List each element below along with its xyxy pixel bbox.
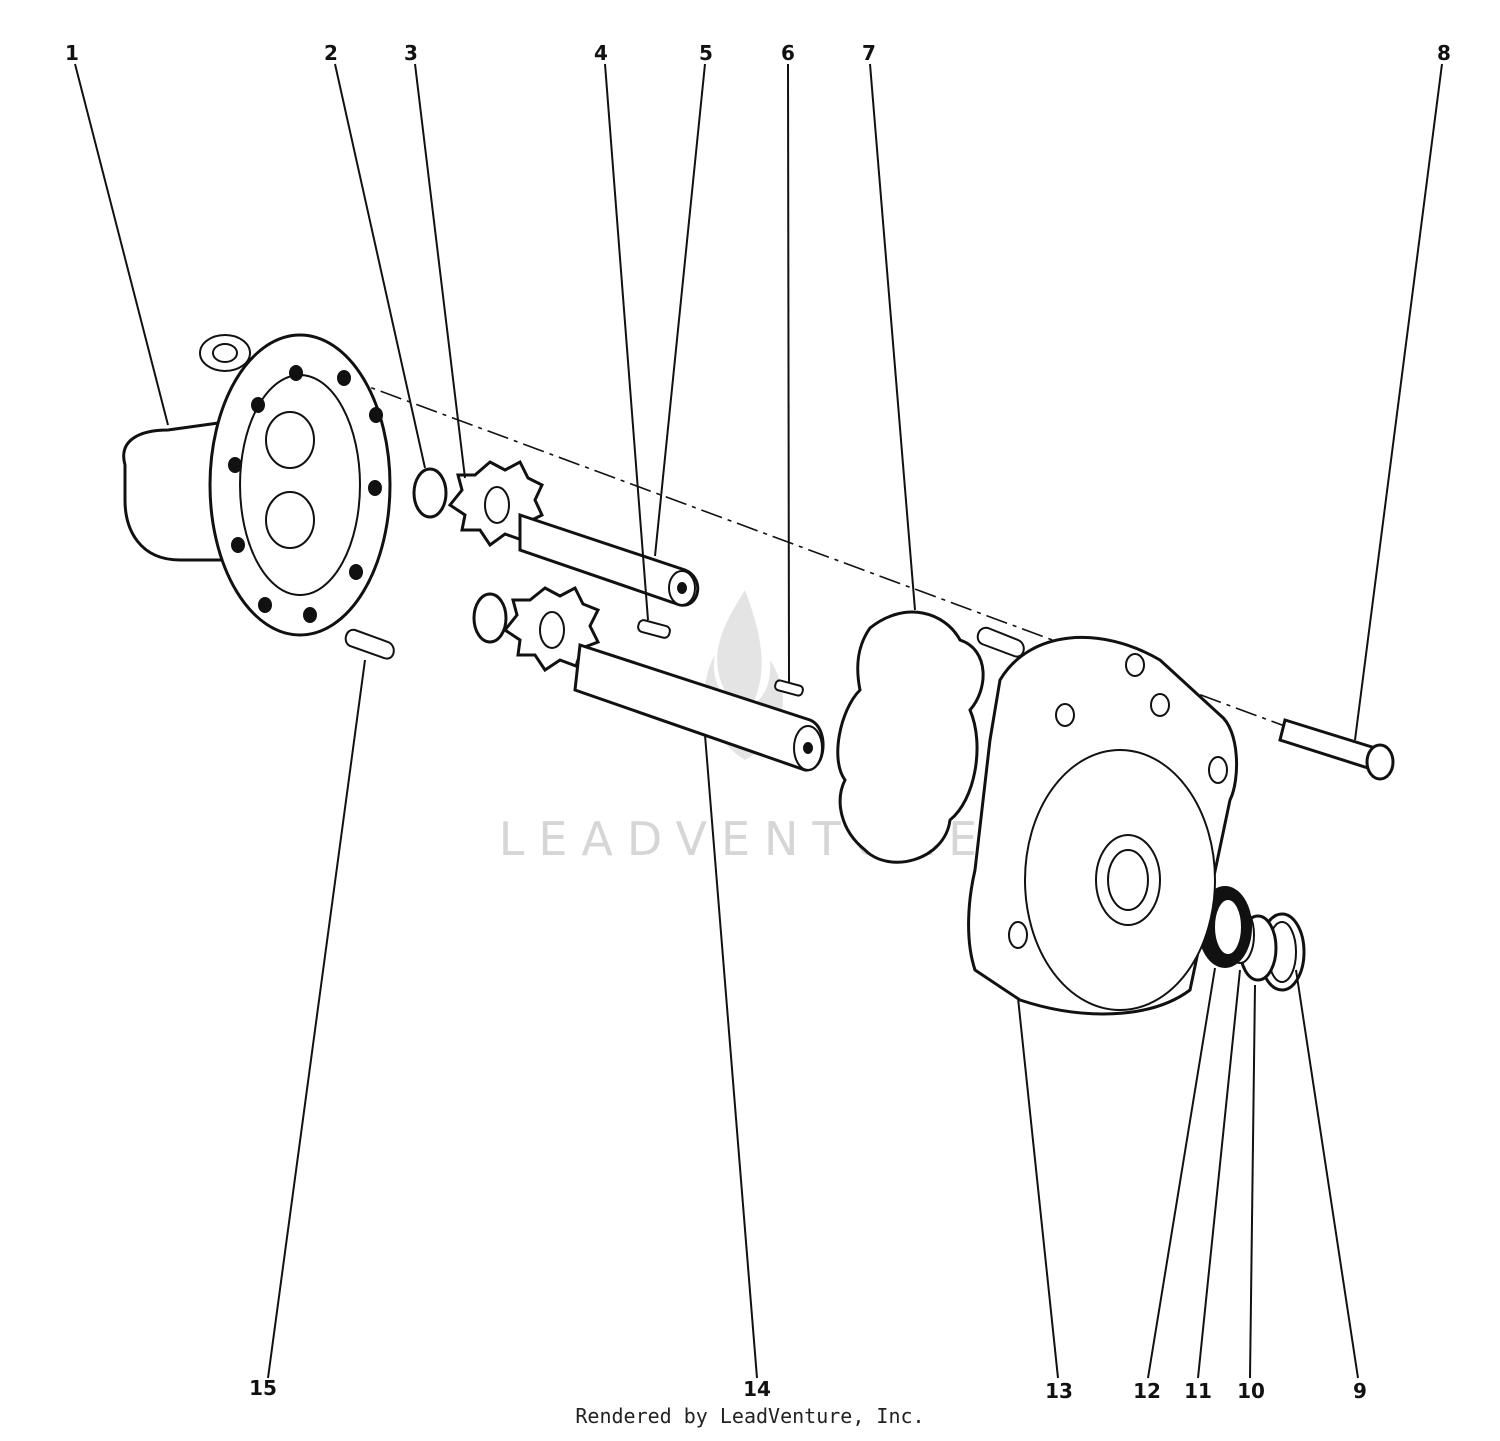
callout-10: 10	[1237, 1379, 1265, 1403]
callout-15: 15	[249, 1376, 277, 1400]
part-drive-shaft	[518, 512, 700, 607]
callout-13: 13	[1045, 1379, 1073, 1403]
footer-credit: Rendered by LeadVenture, Inc.	[575, 1404, 925, 1428]
part-mounting-flange	[967, 636, 1239, 1016]
callout-5: 5	[699, 41, 713, 65]
part-pump-housing	[122, 333, 392, 637]
part-idler-gear-shaft	[502, 585, 825, 772]
part-key	[637, 619, 671, 639]
callouts: 1 2 3 4 5 6 7 8 9 10 11 12 13 14 15	[65, 41, 1451, 1403]
callout-1: 1	[65, 41, 79, 65]
callout-7: 7	[862, 41, 876, 65]
callout-3: 3	[404, 41, 418, 65]
callout-12: 12	[1133, 1379, 1161, 1403]
callout-6: 6	[781, 41, 795, 65]
part-o-ring	[836, 610, 985, 864]
callout-2: 2	[324, 41, 338, 65]
callout-9: 9	[1353, 1379, 1367, 1403]
callout-4: 4	[594, 41, 608, 65]
callout-11: 11	[1184, 1379, 1212, 1403]
part-dowel-pin	[344, 626, 1025, 660]
callout-14: 14	[743, 1377, 771, 1401]
part-cap-screw	[1278, 718, 1395, 781]
part-retaining-ring	[412, 467, 508, 644]
callout-8: 8	[1437, 41, 1451, 65]
part-key-small	[774, 679, 804, 697]
leader-lines	[74, 63, 1443, 1379]
